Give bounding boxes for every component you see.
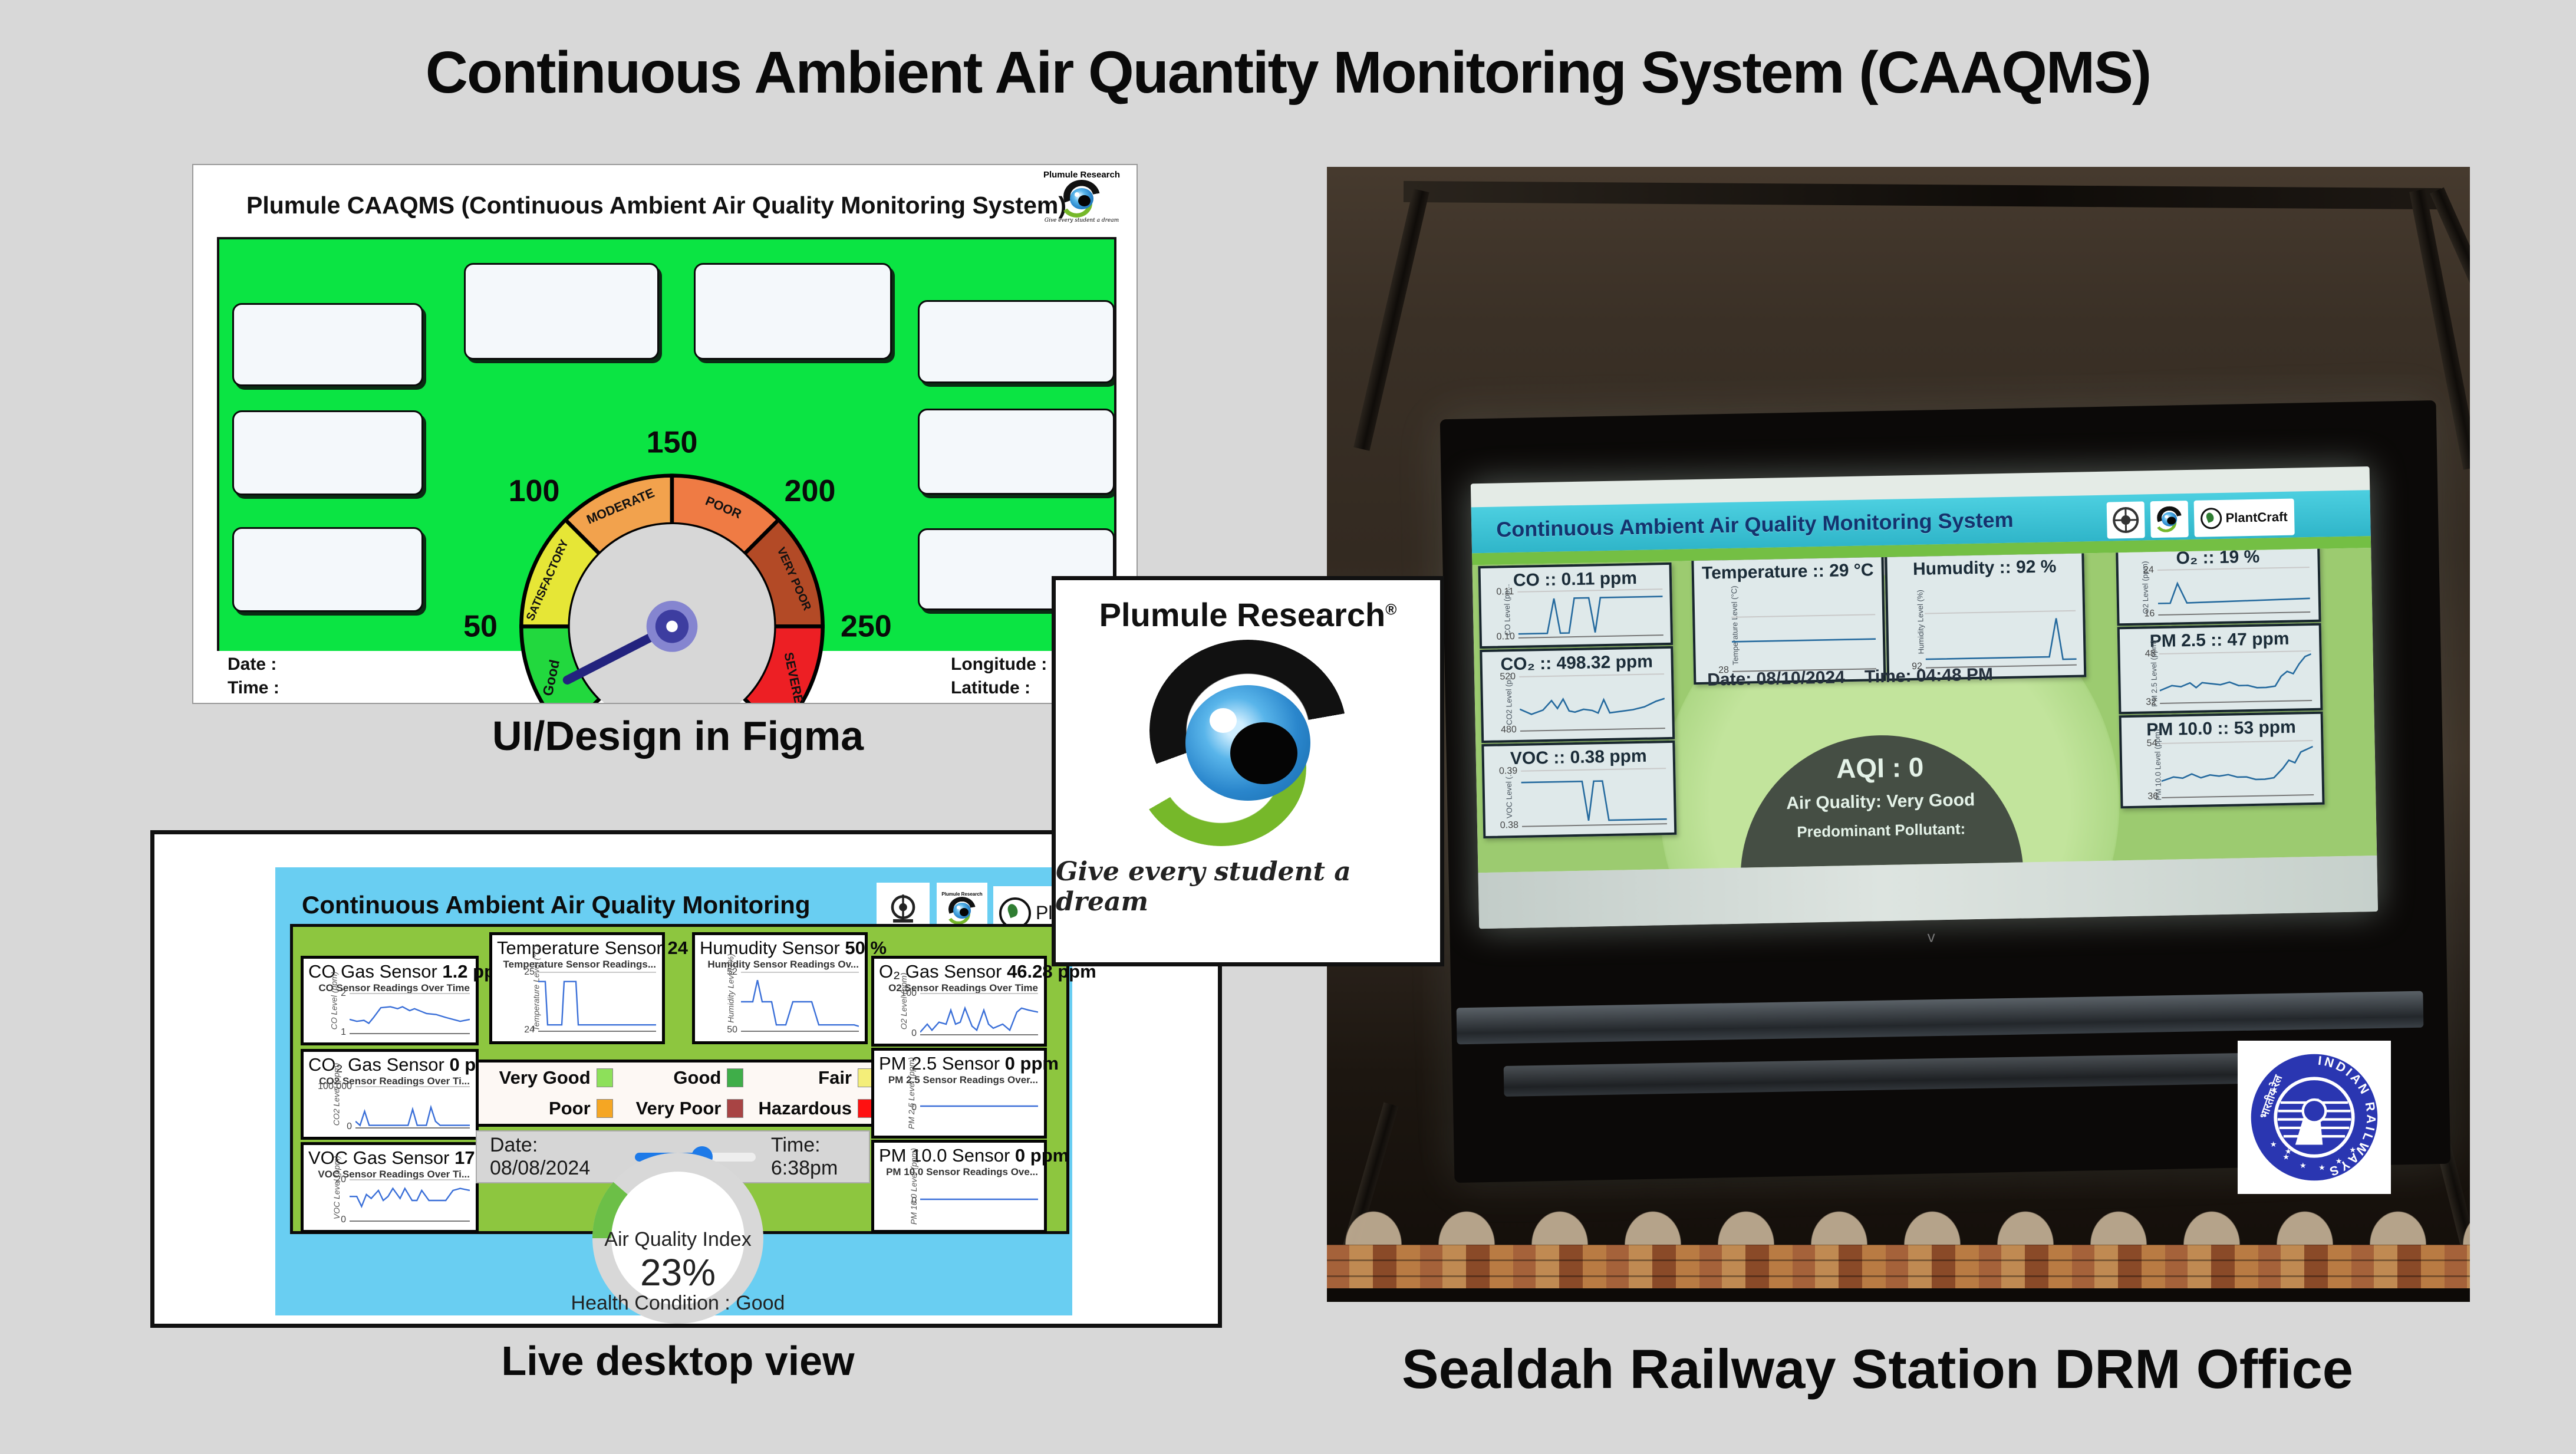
figma-aqi-gauge: 50 100 150 200 250 Good SATISFACTORY MOD… xyxy=(463,426,892,703)
tv-sensor-card-pm25: PM 2.5 :: 47 ppm PM 2.5 Level (ppm) 48 3… xyxy=(2117,623,2323,715)
caption-photo: Sealdah Railway Station DRM Office xyxy=(1401,1338,2354,1400)
tv-sensor-card-voc: VOC :: 0.38 ppm VOC Level (... 0.39 0.38 xyxy=(1481,740,1677,839)
legend-swatch xyxy=(727,1068,744,1087)
tv-dashboard-body: AQI : 0 Air Quality: Very Good Predomina… xyxy=(1472,548,2377,873)
plumule-logo-name: Plumule Research xyxy=(1043,170,1121,180)
svg-text:★: ★ xyxy=(2300,1161,2307,1170)
svg-text:★: ★ xyxy=(2335,1157,2343,1166)
plumule-eye-icon xyxy=(1061,180,1102,218)
legend-swatch xyxy=(727,1099,744,1118)
iit-kharagpur-logo xyxy=(2106,501,2145,539)
tv-sensor-card-co: CO :: 0.11 ppm CO Level (pp... 0.11 0.10 xyxy=(1478,562,1674,649)
main-title: Continuous Ambient Air Quantity Monitori… xyxy=(425,40,2152,106)
desktop-gauge-green-arc xyxy=(592,1182,628,1238)
date-value: Date: 08/08/2024 xyxy=(490,1134,591,1179)
figma-design-panel: Plumule CAAQMS (Continuous Ambient Air Q… xyxy=(192,164,1138,704)
tv-sensor-card-pm10: PM 10.0 :: 53 ppm PM 10.0 Level (ppm) 54… xyxy=(2119,711,2325,809)
svg-text:★: ★ xyxy=(2349,1145,2356,1154)
figma-placeholder-box xyxy=(232,410,423,495)
desktop-sensor-card-o2: O₂ Gas Sensor 46.28 ppm O2 Sensor Readin… xyxy=(871,956,1096,1047)
gauge-tick-150: 150 xyxy=(647,426,698,460)
mount-top-bar xyxy=(1403,180,2442,210)
caption-desktop: Live desktop view xyxy=(501,1338,855,1384)
svg-text:★: ★ xyxy=(2282,1153,2290,1162)
gauge-tick-50: 50 xyxy=(463,610,498,644)
desktop-sensor-card-humidity: Humudity Sensor 50 % Humidity Sensor Rea… xyxy=(692,932,887,1044)
tv-sensor-card-o2: O₂ :: 19 % O2 Level (ppm) 24 16 xyxy=(2116,548,2321,626)
tv-screen: Continuous Ambient Air Quality Monitorin… xyxy=(1470,466,2379,929)
tv-sensor-card-co2: CO₂ :: 498.32 ppm CO2 Level (p... 520 48… xyxy=(1480,646,1675,744)
figma-placeholder-box xyxy=(464,263,659,360)
time-value: Time: 6:38pm xyxy=(770,1134,838,1179)
svg-text:★: ★ xyxy=(2271,1085,2278,1094)
plumule-eye-logo-chip xyxy=(2150,501,2189,538)
mount-strut-left xyxy=(1353,188,1429,451)
figma-placeholder-box xyxy=(918,300,1114,383)
plumule-tagline: Give every student a dream xyxy=(1056,857,1351,917)
figma-date-label: Date : xyxy=(228,654,277,674)
tv-aqi-value: AQI : 0 xyxy=(1836,751,1924,784)
installation-photo: Continuous Ambient Air Quality Monitorin… xyxy=(1327,167,2470,1302)
figma-time-label: Time : xyxy=(228,678,279,698)
svg-text:★: ★ xyxy=(2270,1140,2277,1149)
desktop-gauge-value: 23% xyxy=(640,1251,716,1294)
svg-text:★: ★ xyxy=(2318,1163,2325,1172)
gauge-tick-100: 100 xyxy=(509,474,560,508)
plantcraft-logo-text: PlantCraft xyxy=(2225,509,2288,525)
figma-header-title: Plumule CAAQMS (Continuous Ambient Air Q… xyxy=(246,192,1066,219)
live-desktop-window: Continuous Ambient Air Quality Monitorin… xyxy=(150,830,1222,1328)
figma-dashboard-area xyxy=(217,237,1116,656)
figma-latitude-label: Latitude : xyxy=(951,678,1030,698)
svg-text:★: ★ xyxy=(2285,1147,2292,1156)
plumule-eye-icon xyxy=(1136,640,1360,846)
desktop-aqi-gauge xyxy=(592,1153,763,1324)
tv-brand-mark: v xyxy=(1927,927,1936,946)
plantcraft-logo-chip: PlantCraft xyxy=(2193,498,2295,537)
desktop-sensor-card-temperature: Temperature Sensor 24 °C Temperature Sen… xyxy=(489,932,713,1044)
desktop-sensor-card-co2: CO₂ Gas Sensor 0 ppm CO2 Sensor Readings… xyxy=(301,1049,503,1140)
tv-monitor: Continuous Ambient Air Quality Monitorin… xyxy=(1439,400,2451,1183)
caption-figma: UI/Design in Figma xyxy=(492,713,864,759)
figma-placeholder-box xyxy=(694,263,892,360)
desktop-sensor-card-voc: VOC Gas Sensor 17 ppm VOC Sensor Reading… xyxy=(301,1142,519,1233)
indian-railways-logo: INDIAN RAILWAYS भारतीय रेल ★★★ ★★★ ★★ xyxy=(2238,1041,2391,1194)
plumule-logo-tagline: Give every student a dream xyxy=(1044,218,1119,223)
desktop-sensor-card-co: CO Gas Sensor 1.2 ppm CO Sensor Readings… xyxy=(301,956,512,1045)
figma-longitude-label: Longitude : xyxy=(951,654,1047,674)
aqi-legend: Very Good Good Fair Poor Very Poor Hazar… xyxy=(476,1060,890,1127)
legend-swatch xyxy=(596,1099,613,1118)
mosaic-tile-band xyxy=(1327,1245,2470,1293)
plumule-research-card: Plumule Research® Give every student a d… xyxy=(1052,576,1444,966)
plumule-logo-small: Plumule Research Give every student a dr… xyxy=(1037,170,1126,223)
desktop-gauge-title: Air Quality Index xyxy=(604,1228,752,1251)
gauge-tick-250: 250 xyxy=(841,610,892,644)
photo-bottom-shadow xyxy=(1327,1288,2470,1302)
desktop-gauge-health: Health Condition : Good xyxy=(571,1292,785,1314)
plumule-eye-icon xyxy=(2155,506,2184,533)
figma-placeholder-box xyxy=(232,527,423,612)
tv-sensor-card-humidity: Humudity :: 92 % Humidity Level (%) 92 xyxy=(1885,551,2087,681)
desktop-sensor-card-pm25: PM 2.5 Sensor 0 ppm PM 2.5 Sensor Readin… xyxy=(871,1048,1059,1139)
plumule-name: Plumule Research® xyxy=(1099,596,1397,633)
tv-sensor-card-temperature: Temperature :: 29 °C Temperature Level (… xyxy=(1691,554,1886,685)
seat-backs xyxy=(1327,1188,2470,1245)
figma-placeholder-box xyxy=(918,409,1114,495)
legend-swatch xyxy=(596,1068,613,1087)
plumule-eye-icon xyxy=(947,896,977,925)
desktop-sensor-card-pm10: PM 10.0 Sensor 0 ppm PM 10.0 Sensor Read… xyxy=(871,1140,1069,1233)
gauge-tick-200: 200 xyxy=(785,474,836,508)
figma-placeholder-box xyxy=(232,303,423,386)
